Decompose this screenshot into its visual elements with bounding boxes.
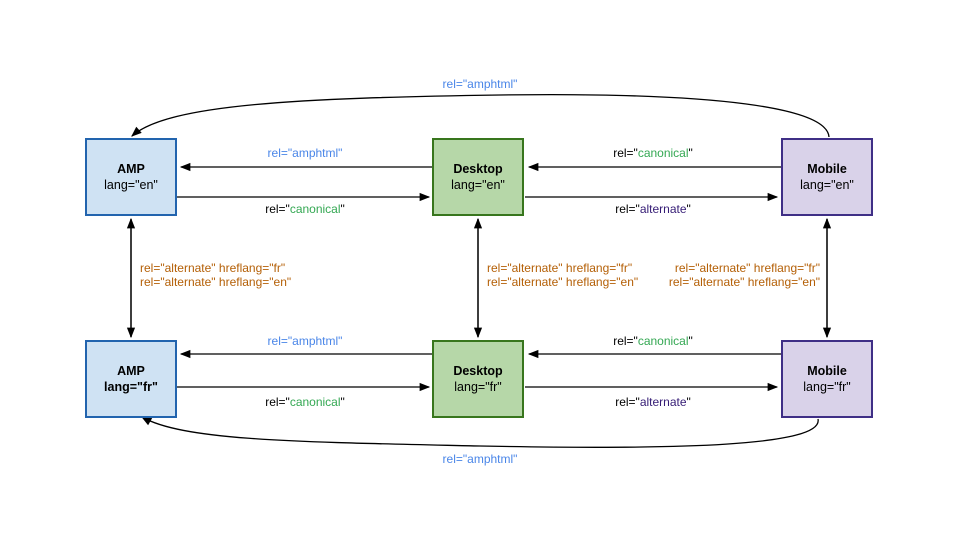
edge-label-amphtml-en: rel="amphtml"	[177, 146, 433, 160]
label-value: alternate	[639, 395, 687, 409]
node-subtitle: lang="fr"	[104, 380, 158, 394]
node-title: Desktop	[453, 162, 503, 176]
edge-label-canonical-en-right: rel="canonical"	[525, 146, 781, 160]
label-value: canonical	[289, 202, 341, 216]
label-line2: rel="alternate" hreflang="en"	[487, 275, 639, 289]
label-prefix: rel="	[613, 334, 638, 348]
node-subtitle: lang="en"	[451, 178, 505, 192]
label-value: canonical	[637, 146, 689, 160]
label-text: rel="amphtml"	[267, 146, 343, 160]
label-prefix: rel="	[265, 395, 290, 409]
label-suffix: "	[688, 146, 693, 160]
node-title: AMP	[117, 162, 145, 176]
node-desktop-fr: Desktop lang="fr"	[432, 340, 524, 418]
label-value: canonical	[289, 395, 341, 409]
arc-mobilefr-to-ampfr-amphtml	[140, 416, 819, 448]
label-value: alternate	[639, 202, 687, 216]
label-prefix: rel="	[615, 202, 640, 216]
label-suffix: "	[340, 395, 345, 409]
label-line1: rel="alternate" hreflang="fr"	[487, 261, 633, 275]
node-subtitle: lang="en"	[800, 178, 854, 192]
node-subtitle: lang="en"	[104, 178, 158, 192]
node-title: Desktop	[453, 364, 503, 378]
node-title: Mobile	[807, 162, 847, 176]
edge-label-hreflang-mobile: rel="alternate" hreflang="fr" rel="alter…	[648, 261, 820, 289]
arc-mobileen-to-ampen-amphtml	[131, 94, 830, 138]
node-desktop-en: Desktop lang="en"	[432, 138, 524, 216]
label-value: canonical	[637, 334, 689, 348]
label-suffix: "	[688, 334, 693, 348]
label-prefix: rel="	[615, 395, 640, 409]
node-amp-fr: AMP lang="fr"	[85, 340, 177, 418]
label-suffix: "	[340, 202, 345, 216]
edge-label-amphtml-bottom-arc: rel="amphtml"	[380, 452, 580, 466]
edge-label-canonical-fr-left: rel="canonical"	[177, 395, 433, 409]
label-text: rel="amphtml"	[442, 452, 518, 466]
edge-label-amphtml-fr: rel="amphtml"	[177, 334, 433, 348]
node-amp-en: AMP lang="en"	[85, 138, 177, 216]
label-prefix: rel="	[265, 202, 290, 216]
label-line2: rel="alternate" hreflang="en"	[140, 275, 292, 289]
label-text: rel="amphtml"	[442, 77, 518, 91]
node-mobile-fr: Mobile lang="fr"	[781, 340, 873, 418]
edge-label-hreflang-amp: rel="alternate" hreflang="fr" rel="alter…	[140, 261, 291, 289]
edge-label-alternate-fr: rel="alternate"	[525, 395, 781, 409]
node-subtitle: lang="fr"	[454, 380, 502, 394]
edge-label-canonical-fr-right: rel="canonical"	[525, 334, 781, 348]
node-mobile-en: Mobile lang="en"	[781, 138, 873, 216]
edge-label-canonical-en-left: rel="canonical"	[177, 202, 433, 216]
label-text: rel="amphtml"	[267, 334, 343, 348]
node-subtitle: lang="fr"	[803, 380, 851, 394]
label-suffix: "	[686, 395, 691, 409]
node-title: AMP	[117, 364, 145, 378]
label-suffix: "	[686, 202, 691, 216]
label-line1: rel="alternate" hreflang="fr"	[674, 261, 820, 275]
edge-label-alternate-en: rel="alternate"	[525, 202, 781, 216]
label-line1: rel="alternate" hreflang="fr"	[140, 261, 286, 275]
label-prefix: rel="	[613, 146, 638, 160]
edge-label-hreflang-desktop: rel="alternate" hreflang="fr" rel="alter…	[487, 261, 638, 289]
edge-label-amphtml-top-arc: rel="amphtml"	[380, 77, 580, 91]
node-title: Mobile	[807, 364, 847, 378]
label-line2: rel="alternate" hreflang="en"	[668, 275, 820, 289]
